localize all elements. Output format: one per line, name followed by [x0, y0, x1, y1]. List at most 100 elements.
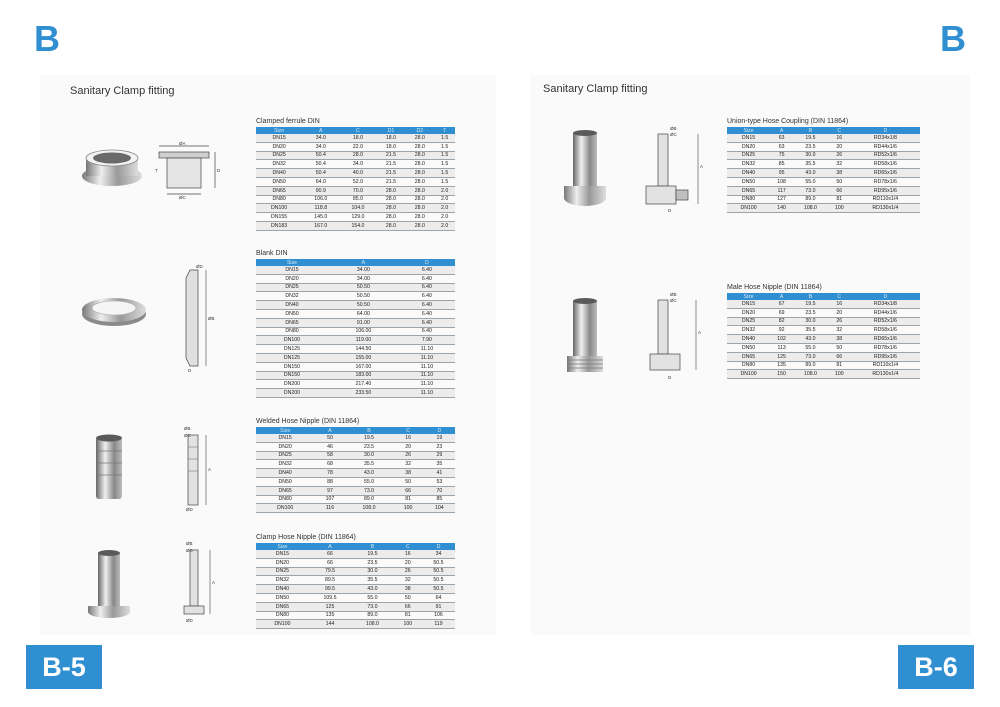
- table-cell: 2.0: [434, 186, 455, 196]
- table-cell: 99.5: [308, 584, 352, 594]
- table-cell: 53: [423, 477, 455, 487]
- table-cell: 30.0: [793, 317, 828, 327]
- male-nipple-photo: [567, 298, 603, 372]
- column-header: A: [328, 259, 399, 266]
- table-cell: 106.00: [328, 327, 399, 337]
- table-cell: 35.5: [793, 325, 828, 336]
- table-cell: 129.0: [339, 212, 377, 222]
- table-cell: 35: [423, 459, 455, 470]
- table-cell: 85: [770, 159, 794, 170]
- table-cell: DN25: [727, 317, 771, 327]
- table-cell: 35.5: [345, 459, 393, 470]
- table-cell: 35.5: [793, 159, 828, 170]
- table-cell: 16: [393, 550, 422, 559]
- table-cell: 117: [770, 186, 794, 196]
- table-cell: DN25: [256, 151, 303, 161]
- column-header: A: [302, 127, 340, 134]
- table-cell: 7.90: [398, 335, 455, 346]
- welded-dim-d: ØD: [186, 507, 194, 511]
- table-cell: 50.4: [302, 151, 340, 161]
- column-header: A: [770, 293, 794, 300]
- column-header: D: [398, 259, 455, 266]
- table-cell: 119.00: [328, 335, 399, 346]
- table-cell: RD34x1/8: [850, 300, 920, 309]
- blank-drawing: ØD ØB D: [185, 264, 215, 373]
- table-cell: DN20: [727, 142, 771, 152]
- table-cell: DN40: [256, 584, 309, 594]
- table-cell: 63: [770, 134, 794, 143]
- table-cell: 107: [314, 495, 346, 505]
- table-cell: 43.0: [793, 334, 828, 344]
- table-cell: RD110x1/4: [850, 361, 920, 371]
- table-cell: 28.0: [339, 151, 377, 161]
- table-cell: DN32: [256, 575, 309, 586]
- table-cell: 34.00: [328, 274, 399, 284]
- table-cell: 167.00: [328, 362, 399, 372]
- table-cell: 113: [770, 343, 794, 353]
- table-cell: 20: [827, 142, 851, 152]
- table-cell: 28.0: [405, 142, 435, 152]
- table-cell: DN50: [727, 177, 771, 187]
- table-cell: RD52x1/6: [850, 317, 920, 327]
- welded-dim-b: ØB: [184, 426, 191, 431]
- table-cell: DN20: [256, 274, 329, 284]
- table-cell: 108.0: [351, 619, 394, 630]
- column-header: Size: [256, 127, 303, 134]
- table-cell: 89.0: [793, 361, 828, 371]
- table-cell: DN100: [256, 335, 329, 346]
- table-cell: DN150: [256, 371, 329, 381]
- table-cell: 2.0: [434, 195, 455, 205]
- table-cell: DN200: [256, 379, 329, 390]
- table-cell: 29: [423, 451, 455, 461]
- page-heading: Sanitary Clamp fitting: [70, 85, 175, 97]
- table-cell: DN32: [727, 325, 771, 336]
- table-cell: 89.0: [793, 195, 828, 205]
- table-cell: DN32: [256, 159, 303, 170]
- table-cell: 50.4: [302, 168, 340, 178]
- table-cell: RD65x1/6: [850, 168, 920, 178]
- table-cell: 66: [827, 186, 851, 196]
- table-cell: 38: [393, 584, 422, 594]
- table-cell: 20: [393, 558, 422, 568]
- union-dim-a: A: [700, 164, 703, 169]
- table-cell: 21.5: [376, 159, 406, 170]
- table-cell: 50: [392, 477, 424, 487]
- page-number: B-6: [898, 645, 974, 689]
- table-cell: 145.0: [302, 212, 340, 222]
- table-cell: 55.0: [793, 343, 828, 353]
- table-cell: DN65: [727, 186, 771, 196]
- table-cell: DN80: [727, 195, 771, 205]
- table-cell: 100: [392, 503, 424, 514]
- table-cell: 28.0: [405, 134, 435, 143]
- table-cell: DN40: [256, 468, 315, 478]
- table-cell: DN80: [256, 195, 303, 205]
- table-cell: 64: [421, 593, 455, 603]
- table-cell: 28.0: [405, 221, 435, 231]
- table-cell: 66: [392, 486, 424, 496]
- column-header: Size: [256, 259, 329, 266]
- column-header: A: [314, 427, 346, 434]
- column-header: C: [827, 127, 851, 134]
- table-cell: 1.5: [434, 134, 455, 143]
- table-cell: 19.5: [793, 134, 828, 143]
- table-cell: 90.9: [302, 186, 340, 196]
